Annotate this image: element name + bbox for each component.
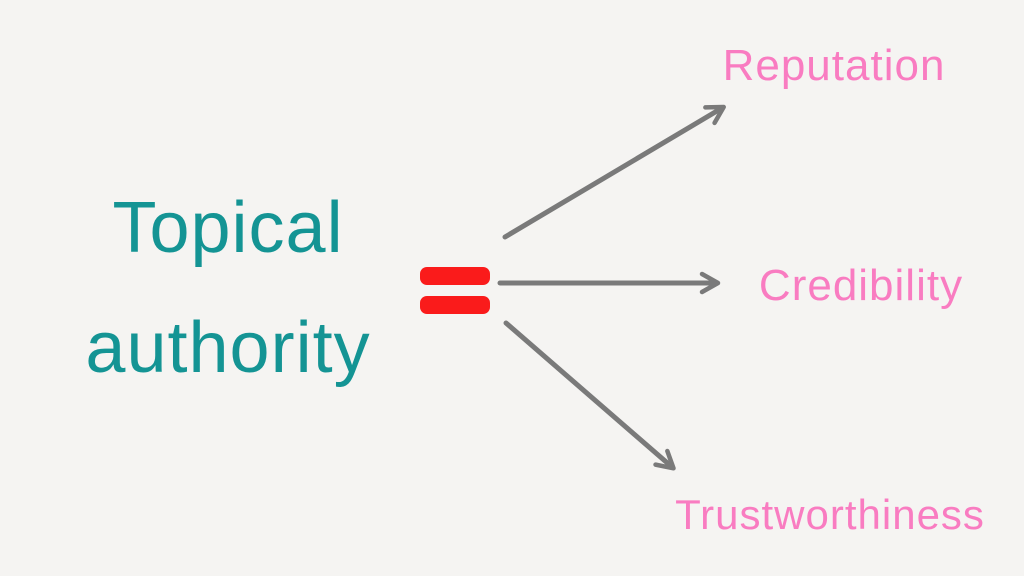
arrow-to-trustworthiness xyxy=(503,320,676,471)
term-line-1: Topical xyxy=(112,188,344,268)
equals-bar-bottom xyxy=(420,296,490,314)
label-reputation: Reputation xyxy=(722,41,946,90)
label-trustworthiness: Trustworthiness xyxy=(675,491,985,538)
label-credibility: Credibility xyxy=(758,261,964,310)
term-block: Topical authority xyxy=(53,168,403,408)
equals-sign xyxy=(420,267,490,314)
arrow-to-reputation xyxy=(502,104,726,240)
term-line-2: authority xyxy=(85,308,371,388)
equals-bar-top xyxy=(420,267,490,285)
